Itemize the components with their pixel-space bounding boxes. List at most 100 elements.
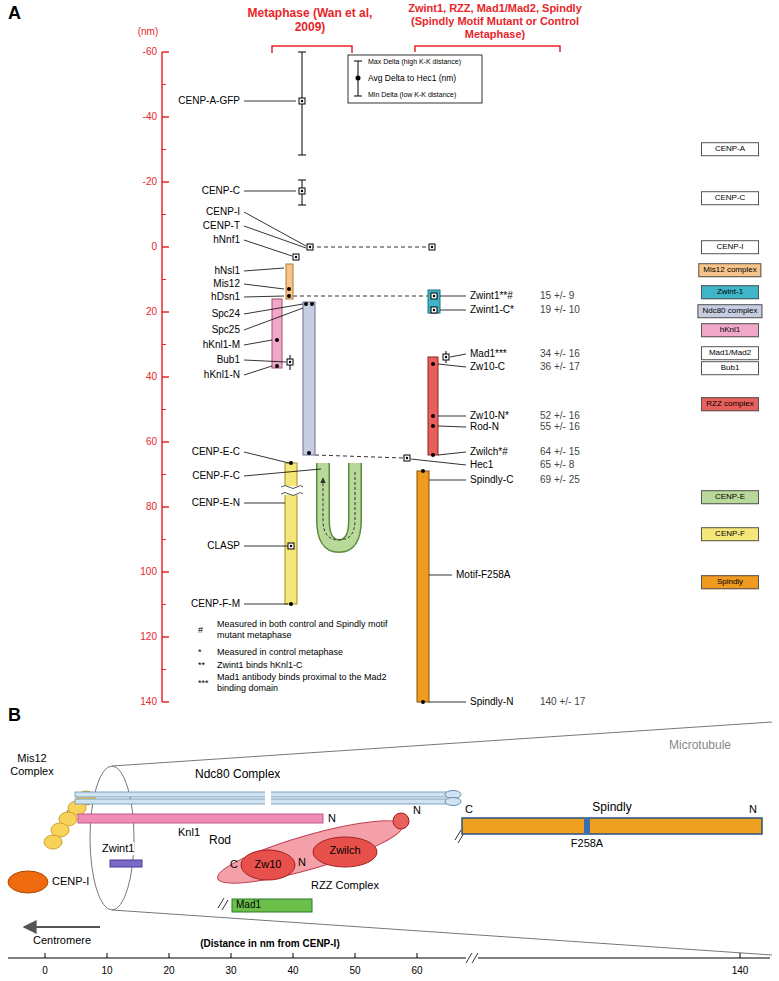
figure-label: Mad1 antibody binds proximal to the Mad2… xyxy=(217,672,402,694)
legend-entry: Max Delta (high K-K distance) xyxy=(368,58,461,66)
error-bar xyxy=(298,180,306,181)
data-point xyxy=(299,188,305,194)
break-mark xyxy=(218,898,228,910)
figure-label: 65 +/- 8 xyxy=(540,459,574,471)
legend-text: CENP-E xyxy=(715,492,745,501)
figure-label: Zwint1, RZZ, Mad1/Mad2, Spindly (Spindly… xyxy=(388,2,603,42)
label-text: (Distance in nm from CENP-I) xyxy=(200,938,339,949)
zw10-subunit: CZw10N xyxy=(228,848,312,882)
spindly-bar: SpindlyCF258AN xyxy=(462,818,762,834)
figure-label: (nm) xyxy=(138,26,159,38)
distance-axis xyxy=(417,953,418,958)
legend-box: Ndc80 complex xyxy=(697,304,762,318)
node-text: N xyxy=(749,803,757,816)
label-text: Zwint1-C* xyxy=(470,304,514,315)
figure-label: hKnl1-N xyxy=(204,369,240,381)
label-text: Hec1 xyxy=(470,459,493,470)
data-point xyxy=(295,256,297,258)
node-shape xyxy=(313,837,377,867)
nm-axis xyxy=(162,279,166,280)
figure-label: 120 xyxy=(140,631,157,643)
header-bracket xyxy=(272,46,352,53)
data-point xyxy=(287,287,291,291)
nm-axis xyxy=(162,506,169,508)
node-shape xyxy=(393,813,409,829)
distance-axis xyxy=(45,953,740,958)
node-text: Mis12 Complex xyxy=(5,752,59,777)
data-point xyxy=(431,453,435,457)
node-shape xyxy=(75,799,447,804)
figure-label: hNnf1 xyxy=(213,234,240,246)
figure-label: CENP-E-C xyxy=(192,446,240,458)
figure-label: 30 xyxy=(225,965,236,977)
data-point xyxy=(289,361,291,363)
label-text: 55 +/- 16 xyxy=(540,421,580,432)
node-text: C xyxy=(465,803,473,816)
figure-label: A xyxy=(8,3,21,25)
protein-bar xyxy=(272,264,440,702)
figure-label: CENP-C xyxy=(202,185,240,197)
figure-label: Zw10-C xyxy=(470,361,505,373)
label-text: Centromere xyxy=(33,934,91,946)
figure-label: Measured in control metaphase xyxy=(217,647,402,658)
label-text: Zwint1, RZZ, Mad1/Mad2, Spindly (Spindly… xyxy=(408,2,582,40)
label-text: Microtubule xyxy=(669,738,731,752)
node-text: F258A xyxy=(571,837,603,850)
label-text: Mis12 xyxy=(213,278,240,289)
label-text: Zw10-C xyxy=(470,361,505,372)
legend-box: Bub1 xyxy=(701,361,759,375)
rod-subunit: RodN xyxy=(205,794,427,886)
label-text: # xyxy=(198,625,203,635)
data-point xyxy=(275,364,279,368)
nm-axis xyxy=(162,311,169,313)
microtubule xyxy=(90,722,772,955)
label-text: -20 xyxy=(143,176,157,187)
node-text: Spindly xyxy=(592,801,631,815)
label-text: Metaphase (Wan et al, 2009) xyxy=(248,6,373,34)
node-shape xyxy=(110,860,142,867)
nm-axis xyxy=(162,51,169,53)
data-point xyxy=(406,457,408,459)
label-text: 20 xyxy=(163,965,174,976)
protein-bar xyxy=(428,290,440,313)
figure-label: ** xyxy=(198,660,205,671)
figure-label: 60 xyxy=(146,436,157,448)
figure-label: * xyxy=(198,647,202,658)
figure-label: 40 xyxy=(287,965,298,977)
data-point xyxy=(431,424,435,428)
data-point xyxy=(431,307,437,313)
label-text: Spindly-C xyxy=(470,474,513,485)
centromere-arrow xyxy=(24,926,100,928)
data-point xyxy=(421,700,425,704)
figure-label: 55 +/- 16 xyxy=(540,421,580,433)
figure-label: Measured in both control and Spindly mot… xyxy=(217,619,402,641)
label-text: Motif-F258A xyxy=(456,569,510,580)
label-text: Zwint1 binds hKnl1-C xyxy=(217,660,303,670)
label-text: *** xyxy=(198,678,209,688)
legend-box: RZZ complex xyxy=(701,397,759,411)
data-point xyxy=(431,293,437,299)
label-text: 69 +/- 25 xyxy=(540,474,580,485)
data-point xyxy=(443,354,449,360)
mad1-bar: Mad1 xyxy=(232,899,312,912)
centromere-arrow xyxy=(24,927,100,928)
node-shape xyxy=(462,818,762,834)
label-text: CENP-F-C xyxy=(192,470,240,481)
data-point xyxy=(307,451,311,455)
figure-label: Zwint1-C* xyxy=(470,304,514,316)
node-shape xyxy=(265,790,271,806)
label-text: -40 xyxy=(143,111,157,122)
legend-frame xyxy=(354,61,362,62)
break-mark xyxy=(466,953,478,963)
label-text: A xyxy=(8,3,21,23)
cenp-e-hairpin xyxy=(323,472,355,540)
figure-label: -20 xyxy=(143,176,157,188)
nm-axis xyxy=(162,409,166,410)
label-text: hNnf1 xyxy=(213,234,240,245)
label-text: CENP-C xyxy=(202,185,240,196)
data-point xyxy=(275,98,449,704)
label-text: RZZ Complex xyxy=(311,879,379,891)
zwilch-subunit: Zwilch xyxy=(312,836,378,868)
figure-label: Metaphase (Wan et al, 2009) xyxy=(235,6,385,35)
distance-axis xyxy=(231,953,232,958)
